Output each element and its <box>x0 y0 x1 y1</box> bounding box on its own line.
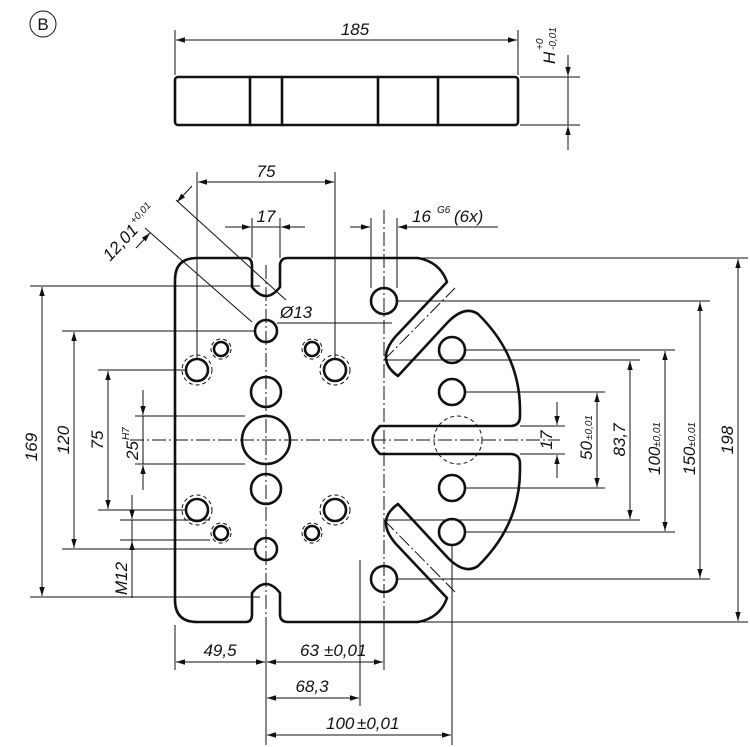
svg-text:B: B <box>37 15 48 34</box>
svg-text:M12: M12 <box>112 561 131 595</box>
svg-text:(6x): (6x) <box>454 207 483 226</box>
svg-text:68,3: 68,3 <box>295 677 329 696</box>
center-lines <box>130 210 560 625</box>
svg-text:150: 150 <box>680 446 699 475</box>
svg-text:16: 16 <box>412 207 431 226</box>
side-view: 185 H +0 -0,01 <box>173 20 580 150</box>
svg-text:+0: +0 <box>535 38 546 50</box>
svg-text:12,01: 12,01 <box>99 221 142 265</box>
svg-text:198: 198 <box>718 425 737 454</box>
svg-text:63: 63 <box>300 641 319 660</box>
view-label-b: B <box>29 10 57 38</box>
svg-text:±0,01: ±0,01 <box>584 415 595 440</box>
dimensions: 75 17 16 G6 (6x) 12,01 +0,01 Ø13 169 <box>22 162 748 745</box>
svg-text:-0,01: -0,01 <box>548 27 559 50</box>
svg-text:169: 169 <box>22 432 41 461</box>
svg-text:100: 100 <box>645 446 664 475</box>
plate-outline <box>173 256 522 624</box>
svg-text:±0,01: ±0,01 <box>652 422 663 447</box>
svg-text:17: 17 <box>537 430 556 449</box>
svg-text:G6: G6 <box>437 205 451 216</box>
svg-text:±0,01: ±0,01 <box>687 422 698 447</box>
svg-text:25: 25 <box>123 441 142 461</box>
svg-text:±0,01: ±0,01 <box>324 641 366 660</box>
dim-h: H <box>540 51 559 64</box>
svg-text:120: 120 <box>54 425 73 454</box>
svg-text:75: 75 <box>257 162 276 181</box>
svg-text:83,7: 83,7 <box>610 423 629 457</box>
svg-text:Ø13: Ø13 <box>279 303 313 322</box>
svg-text:H7: H7 <box>121 427 132 440</box>
svg-text:50: 50 <box>577 441 596 460</box>
svg-text:75: 75 <box>88 430 107 449</box>
svg-text:49,5: 49,5 <box>203 641 237 660</box>
dim-185: 185 <box>341 20 370 39</box>
svg-text:+0,01: +0,01 <box>128 200 153 226</box>
svg-text:17: 17 <box>257 207 276 226</box>
svg-text:100: 100 <box>326 714 355 733</box>
svg-text:±0,01: ±0,01 <box>357 714 399 733</box>
